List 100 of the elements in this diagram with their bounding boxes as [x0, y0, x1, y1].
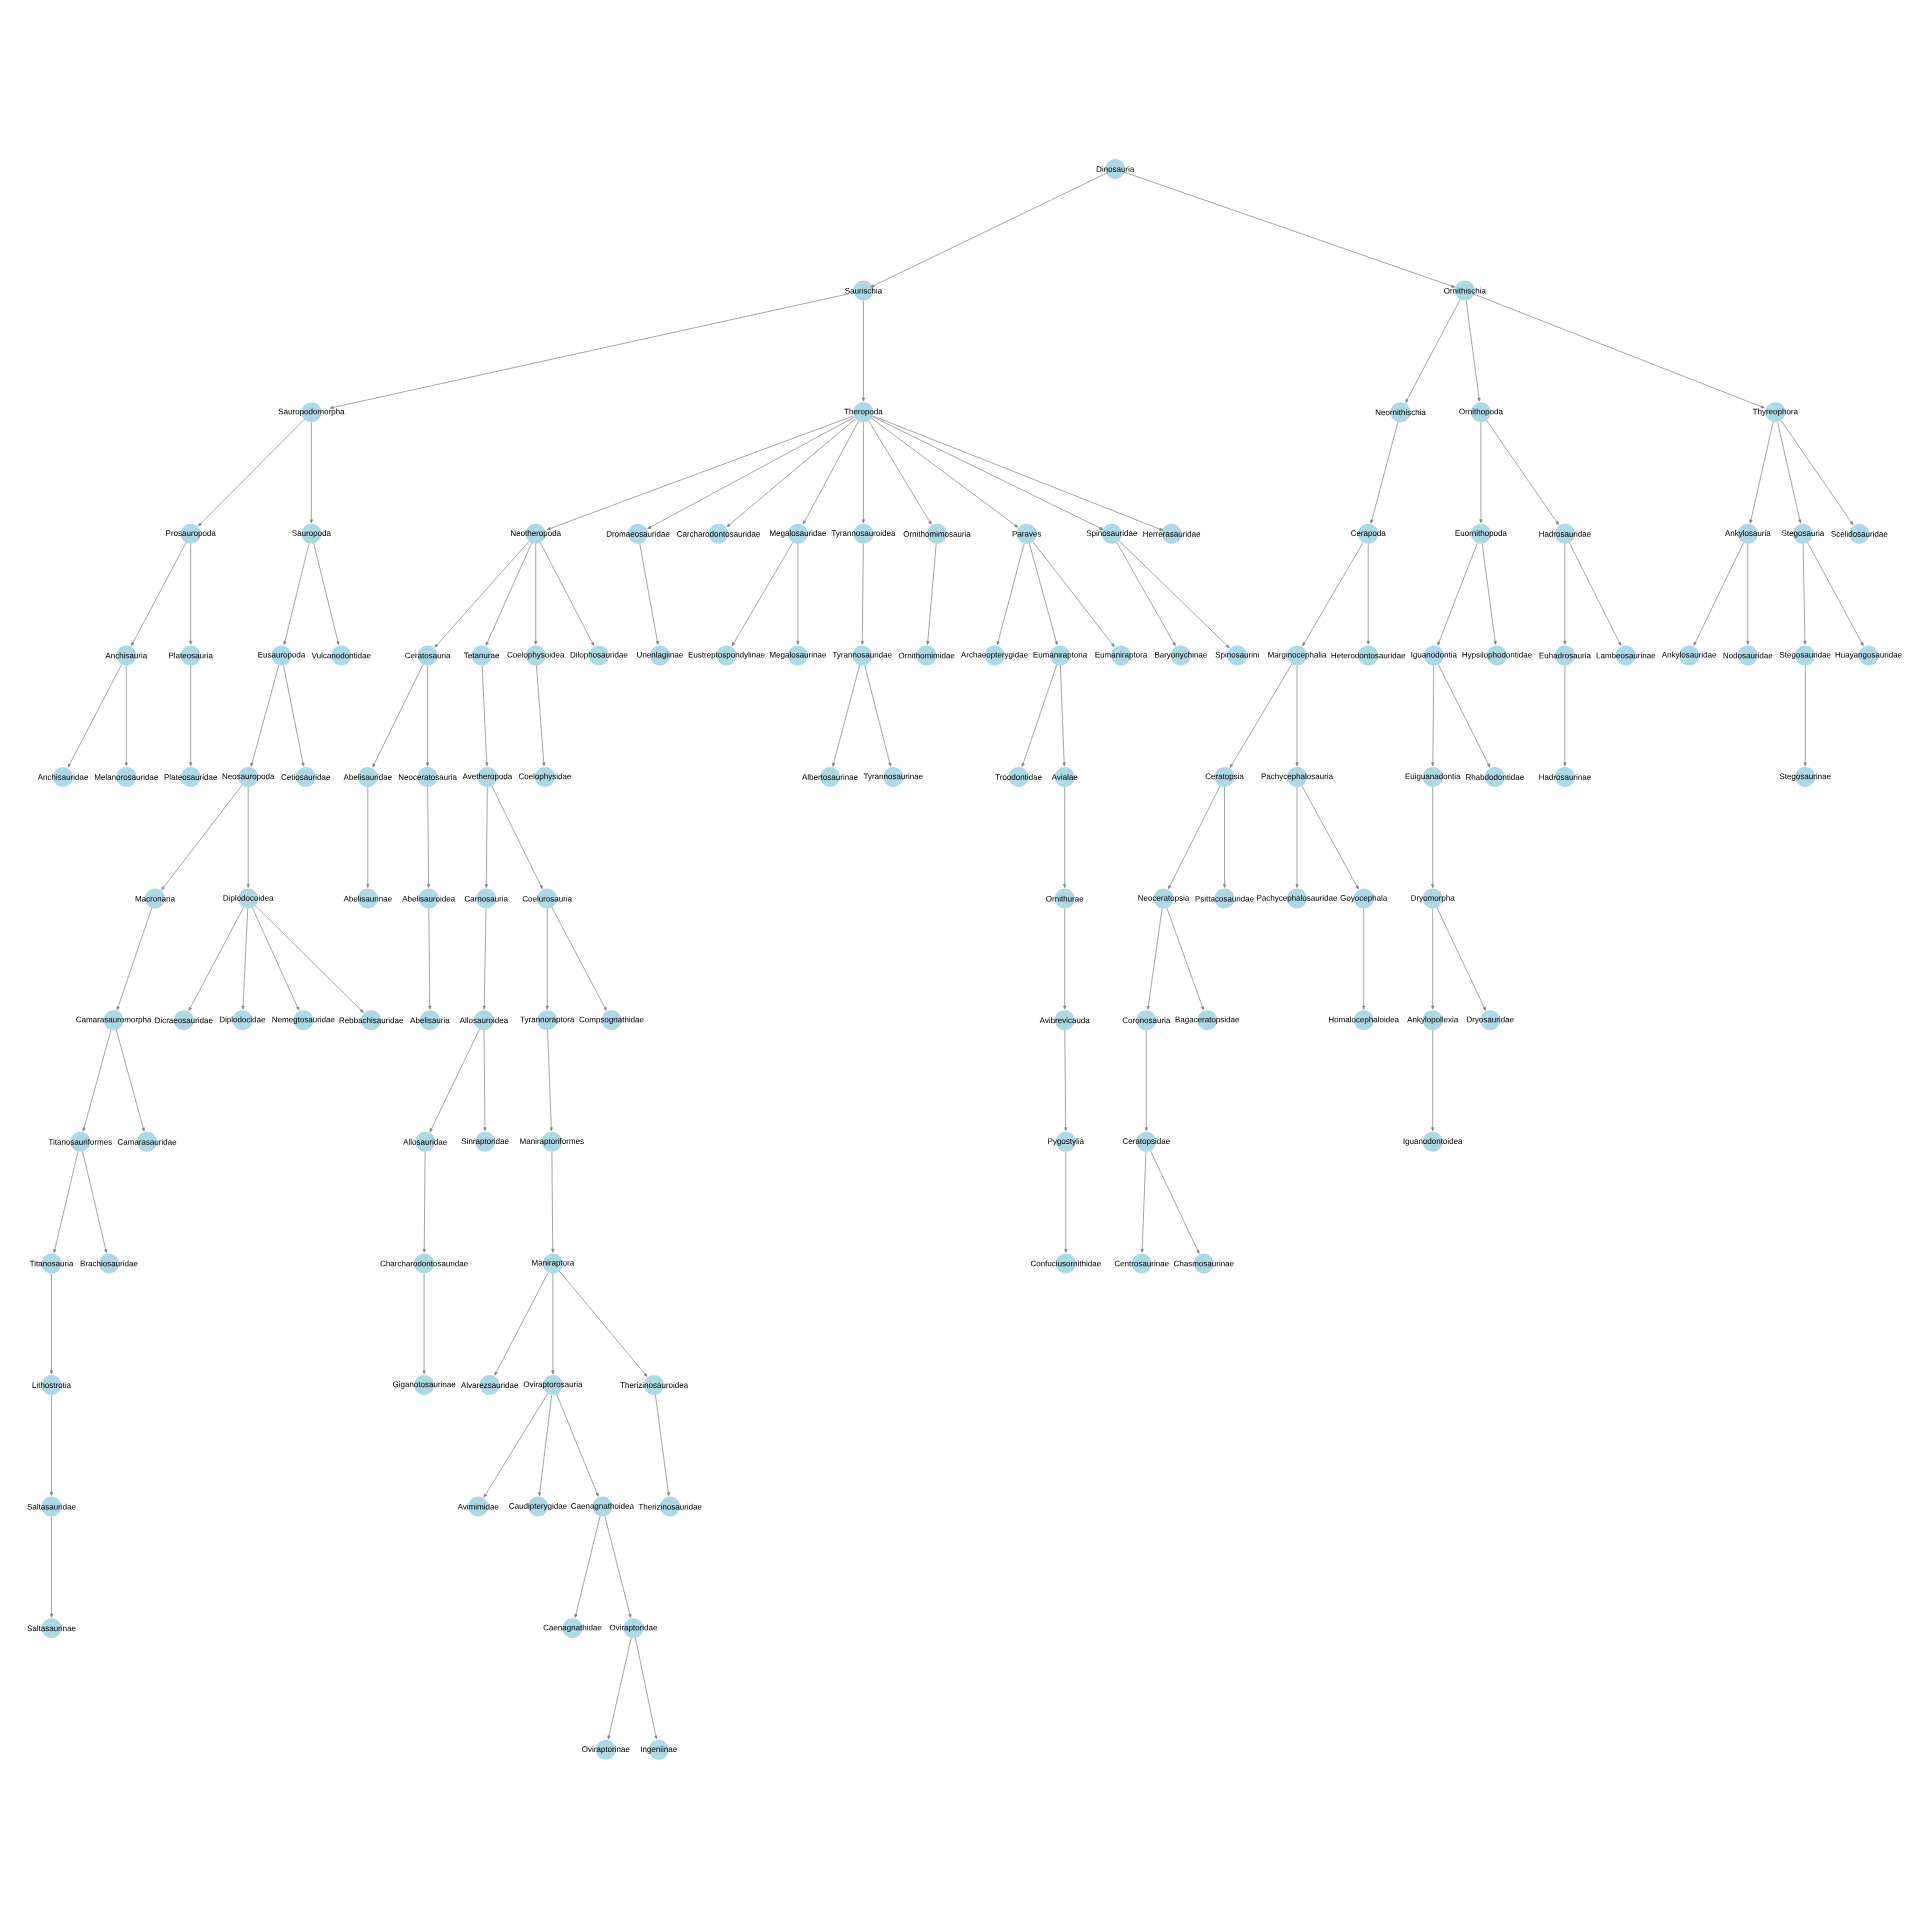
arrow [427, 786, 431, 888]
tree-node: Charcharodontosauridae [380, 1253, 468, 1274]
arrow [283, 543, 310, 646]
tree-node: Hadrosauridae [1539, 523, 1591, 544]
tree-node: Coronosauria [1122, 1010, 1171, 1031]
tree-node: Tetanurae [464, 645, 500, 666]
tree-node: Ceratopsia [1205, 767, 1244, 787]
tree-node: Maniraptoriformes [520, 1131, 584, 1152]
arrow [655, 1394, 670, 1496]
arrow [1370, 421, 1399, 524]
arrow [1064, 1029, 1068, 1132]
tree-node: Avimimidae [457, 1496, 499, 1517]
tree-node: Tyrannosauridae [832, 645, 892, 666]
tree-node: Unenlagiinae [637, 645, 683, 666]
arrow [189, 665, 193, 767]
arrow [491, 785, 543, 890]
arrow [1777, 421, 1802, 524]
tree-node: Stegosaurinae [1779, 767, 1831, 787]
tree-node: Archaeopterygidae [960, 645, 1028, 666]
arrow [1140, 1151, 1147, 1253]
arrow [1693, 542, 1744, 646]
arrow [1362, 908, 1366, 1010]
tree-node: Titanosauria [29, 1253, 74, 1274]
tree-node: Saltasauridae [27, 1496, 76, 1517]
tree-node: Neoceratopsia [1138, 888, 1190, 909]
arrow [366, 786, 370, 888]
arrow [115, 1029, 145, 1132]
tree-node: Troodontidae [995, 767, 1042, 787]
tree-node: Thyreophora [1752, 402, 1798, 423]
arrow [131, 542, 187, 646]
arrow [796, 543, 800, 645]
tree-node: Hypsilophodontidae [1462, 645, 1532, 666]
arrow [49, 1273, 54, 1375]
arrow [926, 543, 937, 645]
arrow [1123, 171, 1456, 288]
tree-node: Neornithischia [1375, 402, 1426, 423]
tree-node: Saurischia [845, 280, 883, 301]
tree-node: Pachycephalosauria [1261, 767, 1334, 787]
tree-node: Coelophysoidea [507, 645, 565, 666]
arrow [1168, 785, 1221, 890]
tree-node: Avetheropoda [462, 767, 513, 787]
tree-node: Camarasauromorpha [76, 1010, 152, 1031]
tree-node: Centrosaurinae [1114, 1253, 1169, 1274]
tree-node: Rebbachisauridae [339, 1010, 404, 1031]
arrow [1431, 665, 1435, 767]
tree-node: Cetiosauridae [281, 767, 330, 787]
tree-node: Scelidosauridae [1831, 523, 1888, 544]
tree-node: Tyrannosaurinae [863, 767, 923, 787]
arrow [124, 665, 128, 767]
arrow [482, 908, 487, 1010]
arrow [254, 905, 364, 1013]
tree-node: Carcharodontosauridae [677, 523, 760, 544]
tree-node: Ornithopoda [1459, 402, 1503, 423]
arrow [1222, 786, 1227, 888]
tree-node: Camarasauridae [117, 1131, 177, 1152]
tree-node: Sinraptoridae [461, 1131, 509, 1152]
tree-node: Dromaeosauridae [606, 523, 670, 544]
arrow [534, 543, 538, 645]
tree-node: Alvarezsauridae [461, 1375, 518, 1395]
arrow [539, 542, 595, 646]
tree-node: Coelurosauria [522, 888, 573, 909]
tree-node: Diplodocoidea [223, 888, 274, 909]
arrow [639, 543, 659, 645]
tree-node: Oviraptorinae [582, 1739, 630, 1760]
arrow [870, 171, 1110, 288]
arrow [250, 664, 280, 767]
tree-node: Anchisauria [105, 645, 148, 666]
arrow [481, 665, 489, 767]
tree-node: Allosauroidea [459, 1010, 509, 1031]
tree-node: Allosauridae [403, 1131, 447, 1152]
arrow [82, 1151, 108, 1253]
tree-node: Stegosauridae [1779, 645, 1831, 666]
tree-node: Tyrannoraptora [520, 1010, 575, 1031]
arrow [1803, 665, 1807, 767]
arrow [1021, 664, 1058, 767]
tree-node: Cerapoda [1351, 523, 1386, 544]
arrow [246, 786, 250, 888]
arrow [860, 543, 864, 645]
arrow [546, 415, 854, 530]
arrow [483, 1029, 487, 1132]
arrow [861, 300, 865, 402]
tree-node: Caenagnathoidea [571, 1496, 634, 1517]
tree-node: Plateosauria [169, 645, 213, 666]
arrow [426, 665, 430, 767]
arrow [1229, 663, 1293, 768]
tree-node: Marginocephalia [1268, 645, 1327, 666]
arrow [198, 418, 305, 527]
arrow [536, 665, 546, 767]
arrow [422, 1273, 426, 1375]
arrow [1295, 786, 1299, 888]
arrow [1563, 543, 1567, 645]
arrow [329, 293, 850, 409]
arrow [556, 1393, 599, 1497]
tree-node: Eusauropoda [258, 645, 306, 666]
arrow [1301, 785, 1359, 890]
arrow [434, 540, 530, 648]
arrow [422, 1151, 426, 1253]
tree-node: Euhadrosauria [1539, 645, 1591, 666]
arrow [1064, 1151, 1068, 1253]
arrow [1118, 540, 1230, 649]
